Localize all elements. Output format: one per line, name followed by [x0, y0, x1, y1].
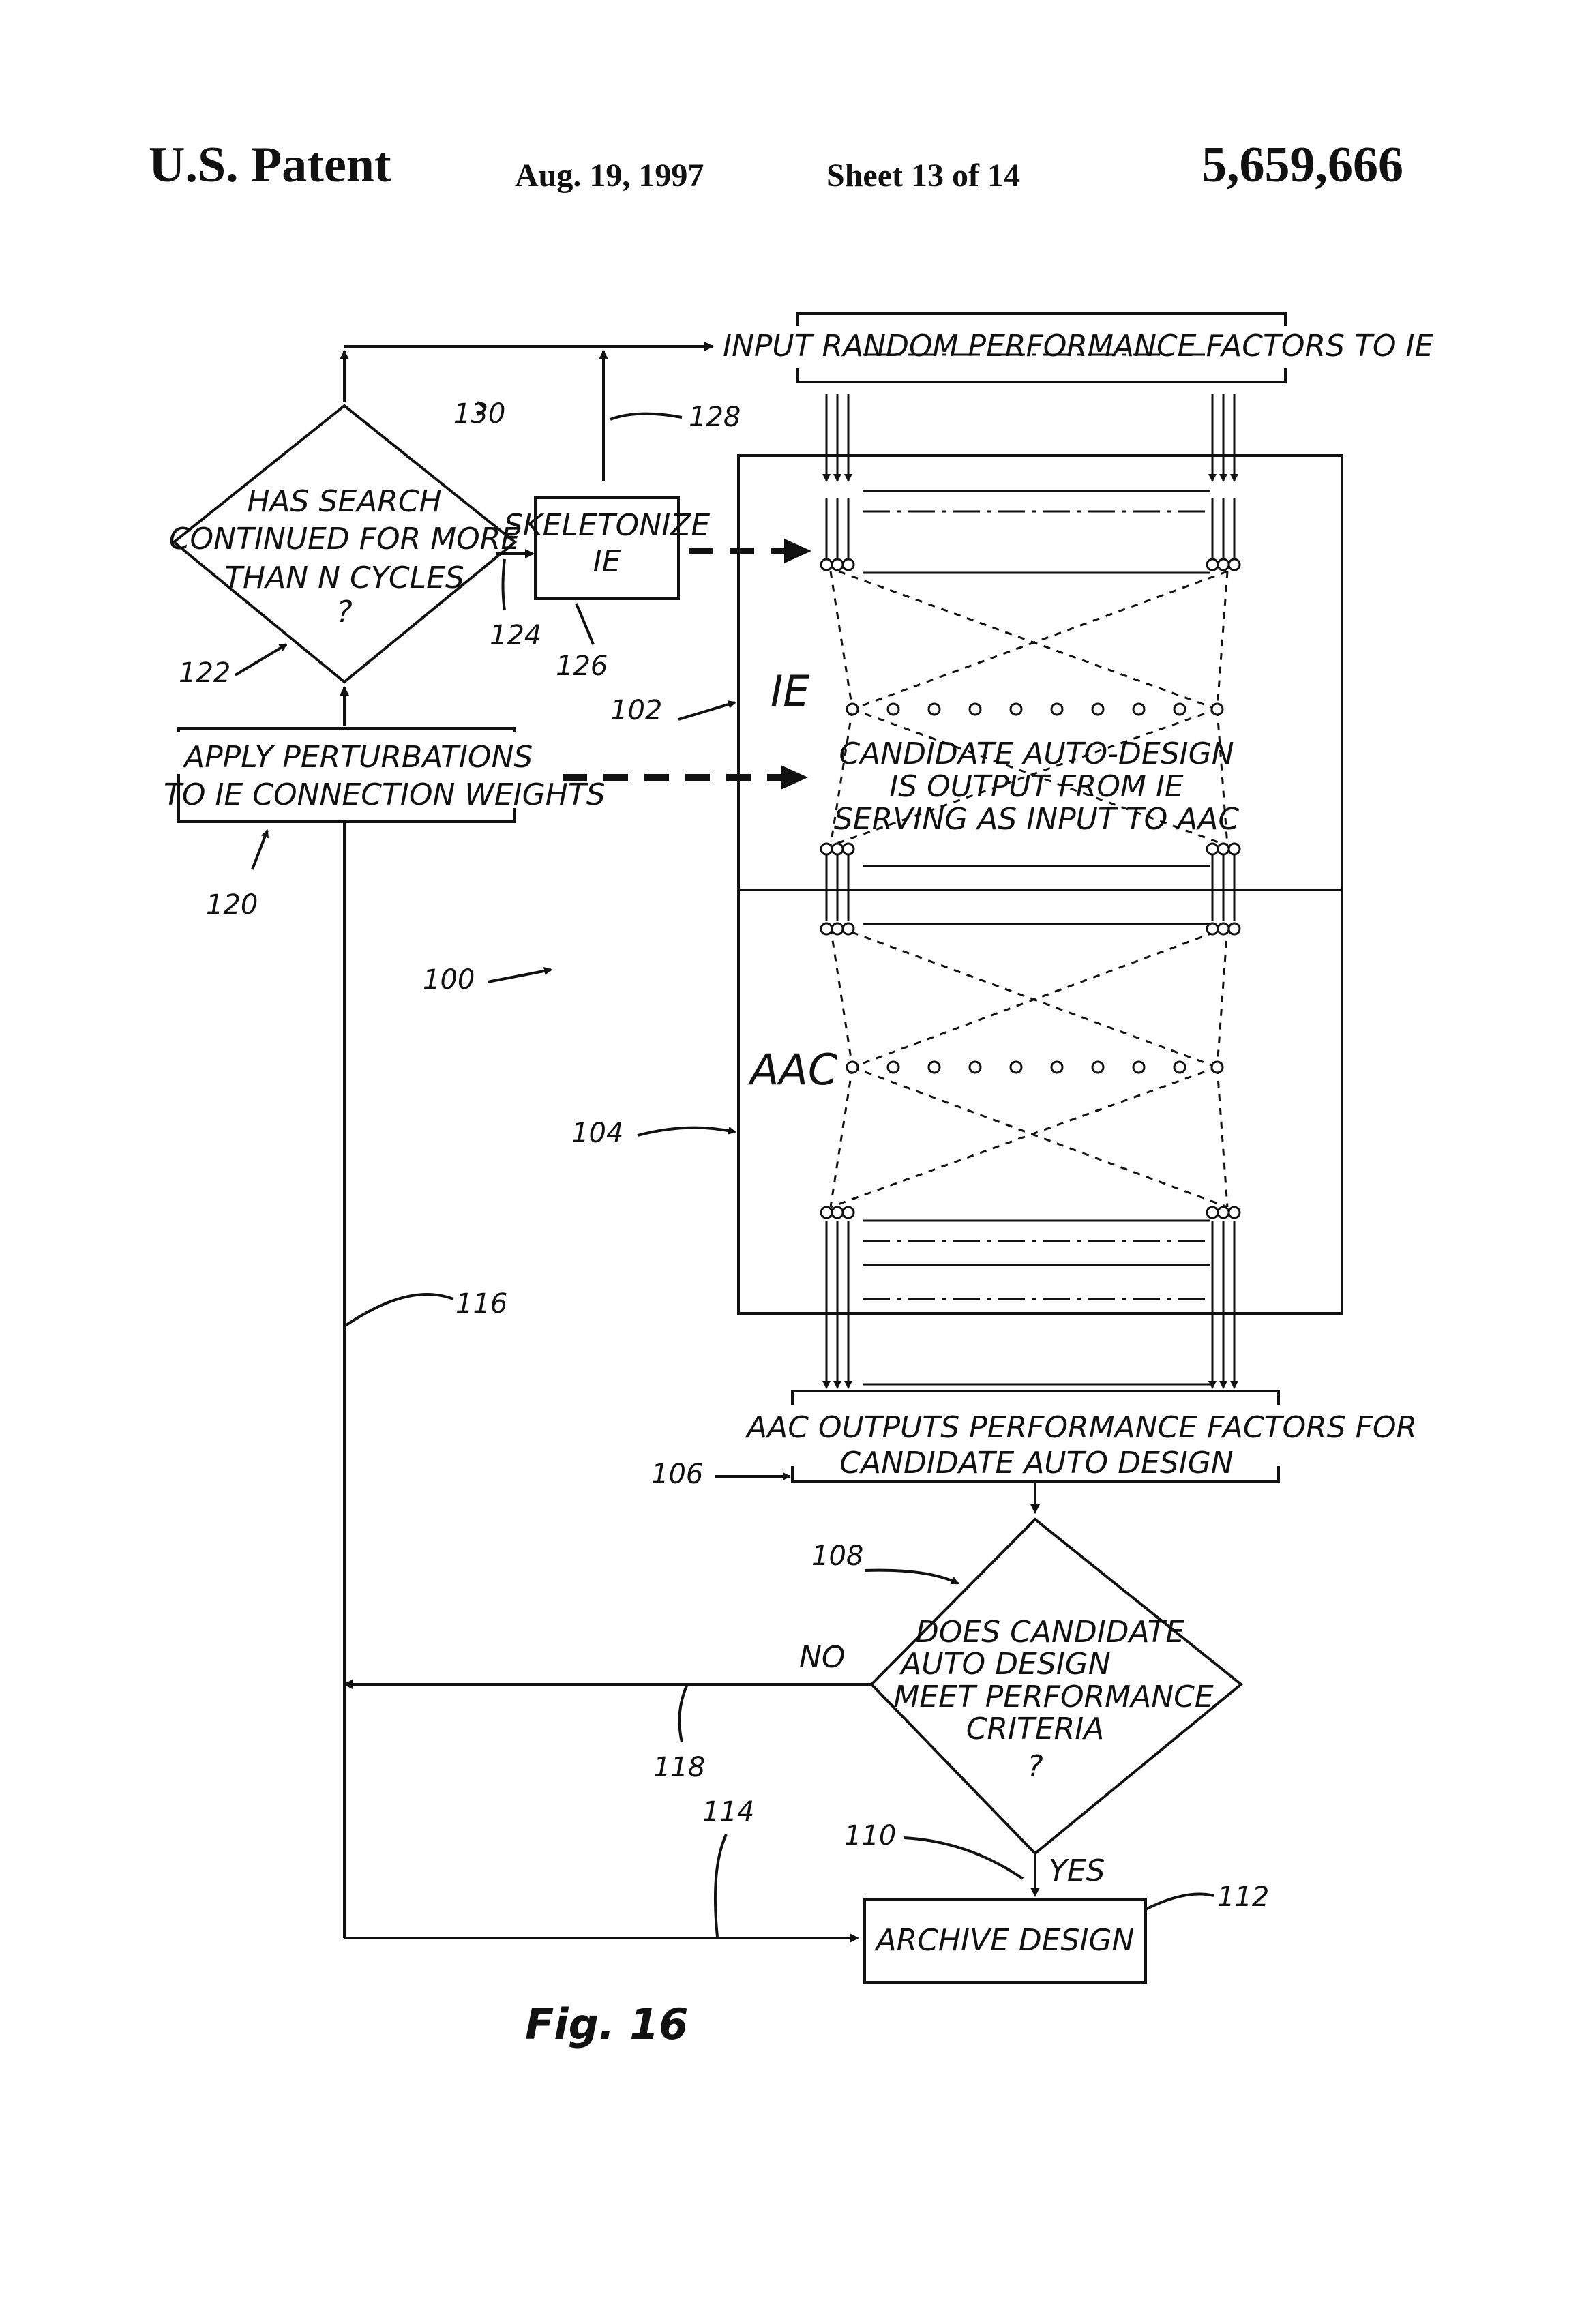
ref-118: 118 [653, 1752, 705, 1783]
ref-118-leader [678, 1684, 689, 1743]
ref-102-leader [678, 700, 736, 721]
skeletonize-line-2: IE [593, 544, 621, 579]
ref-100-leader [487, 967, 552, 983]
ref-122: 122 [179, 657, 230, 689]
ref-116: 116 [456, 1288, 507, 1320]
node-circles [820, 558, 1241, 1219]
archive-label: ARCHIVE DESIGN [874, 1923, 1135, 1958]
ref-122-leader [234, 643, 288, 676]
ref-112: 112 [1217, 1881, 1269, 1913]
candidate-note-line-3: SERVING AS INPUT TO AAC [834, 802, 1240, 837]
output-line-2: CANDIDATE AUTO DESIGN [839, 1446, 1233, 1480]
ie-connections [829, 570, 1229, 1208]
ref-112-leader [1145, 1892, 1214, 1911]
ref-130-leader [477, 401, 486, 416]
input-box-label: INPUT RANDOM PERFORMANCE FACTORS TO IE [723, 329, 1433, 363]
ref-126: 126 [556, 651, 608, 682]
ref-128: 128 [689, 402, 741, 433]
search-decision-line-4: ? [336, 595, 352, 629]
ref-110-leader [903, 1836, 1024, 1880]
input-lines [822, 394, 1238, 1389]
meet-line-4: CRITERIA [966, 1712, 1105, 1746]
apply-line-1: APPLY PERTURBATIONS [182, 740, 533, 775]
ref-120: 120 [206, 889, 258, 921]
skeletonize-box [534, 496, 680, 600]
no-label: NO [799, 1640, 846, 1675]
ref-124: 124 [490, 620, 541, 651]
patent-number: 5,659,666 [1202, 137, 1403, 193]
candidate-note-line-2: IS OUTPUT FROM IE [889, 769, 1184, 804]
output-line-1: AAC OUTPUTS PERFORMANCE FACTORS FOR [745, 1410, 1417, 1445]
apply-line-2: TO IE CONNECTION WEIGHTS [164, 777, 606, 812]
input-box [796, 312, 1287, 383]
ref-114-leader [713, 1834, 728, 1937]
ref-130: 130 [453, 398, 505, 430]
patent-date: Aug. 19, 1997 [515, 158, 704, 194]
aac-label: AAC [747, 1045, 838, 1094]
meet-line-1: DOES CANDIDATE [916, 1615, 1184, 1650]
ref-128-leader [610, 412, 683, 421]
skeletonize-line-1: SKELETONIZE [504, 508, 710, 543]
ref-106: 106 [651, 1459, 703, 1490]
ref-108: 108 [811, 1540, 863, 1572]
meet-line-3: MEET PERFORMANCE [893, 1680, 1214, 1714]
ref-108-leader [864, 1568, 959, 1585]
apply-box [177, 727, 516, 823]
ref-124-leader [501, 558, 506, 611]
network-frame-100 [737, 454, 1343, 1315]
search-decision-diamond [171, 404, 518, 684]
yes-label: YES [1049, 1853, 1105, 1888]
meet-line-5: ? [1027, 1749, 1043, 1784]
ref-100: 100 [423, 964, 475, 996]
search-decision-line-1: HAS SEARCH [247, 484, 441, 519]
ref-110: 110 [844, 1820, 896, 1851]
archive-box [863, 1898, 1147, 1984]
ref-116-leader [343, 1293, 454, 1328]
patent-title: U.S. Patent [149, 137, 391, 193]
ref-104-leader [637, 1126, 736, 1137]
search-decision-line-3: THAN N CYCLES [224, 561, 464, 595]
ref-126-leader [575, 603, 595, 645]
ref-102: 102 [610, 695, 662, 726]
ref-114: 114 [702, 1796, 754, 1828]
meet-line-2: AUTO DESIGN [899, 1647, 1110, 1682]
sheet-number: Sheet 13 of 14 [826, 158, 1020, 194]
ref-104: 104 [571, 1118, 623, 1149]
candidate-note-line-1: CANDIDATE AUTO-DESIGN [839, 736, 1234, 771]
figure-label: Fig. 16 [525, 1999, 688, 2049]
ie-label: IE [771, 666, 810, 716]
ref-120-leader [251, 829, 269, 870]
search-decision-line-2: CONTINUED FOR MORE [169, 522, 520, 556]
